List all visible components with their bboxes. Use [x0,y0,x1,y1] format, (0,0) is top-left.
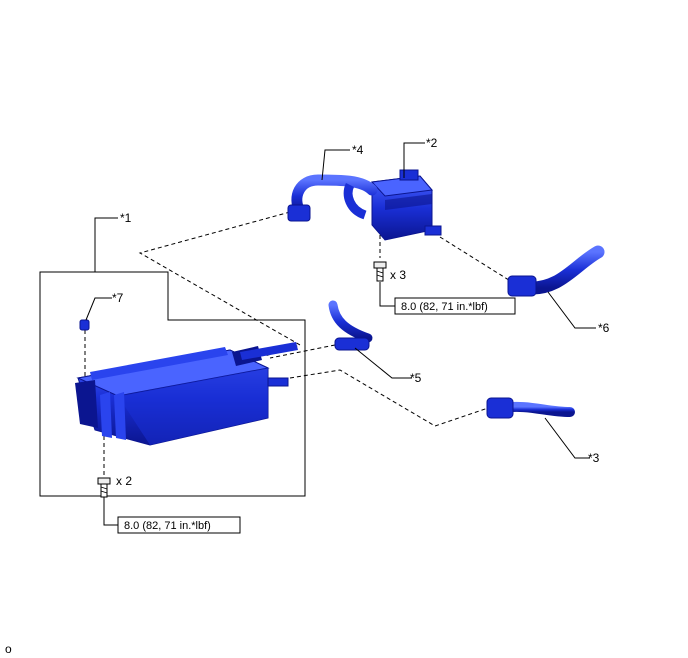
hose-6[interactable] [507,245,605,297]
assembly-frame [39,271,306,497]
quantity-upper-bolts: x 3 [390,268,406,282]
callout-5: *5 [410,371,422,385]
canister-filter-valve[interactable] [370,169,442,241]
hose-5[interactable] [328,300,373,351]
callout-2: *2 [426,136,438,150]
callout-4: *4 [352,143,364,157]
clip-7[interactable] [79,319,90,331]
callout-1: *1 [120,211,132,225]
torque-box-lower [117,516,241,534]
torque-box-upper [394,297,516,315]
hose-4[interactable] [287,174,378,222]
leader-lines [85,142,596,526]
bolt-lower-icon [97,477,111,498]
callout-7: *7 [112,291,124,305]
callout-6: *6 [598,321,610,335]
bolt-upper-icon [373,261,387,282]
torque-text-lower: 8.0 (82, 71 in.*lbf) [124,520,211,532]
footer-mark: o [5,642,12,656]
callout-3: *3 [588,451,600,465]
torque-text-upper: 8.0 (82, 71 in.*lbf) [401,301,488,313]
hose-3[interactable] [486,397,575,419]
charcoal-canister[interactable] [75,342,298,446]
quantity-lower-bolts: x 2 [116,474,132,488]
